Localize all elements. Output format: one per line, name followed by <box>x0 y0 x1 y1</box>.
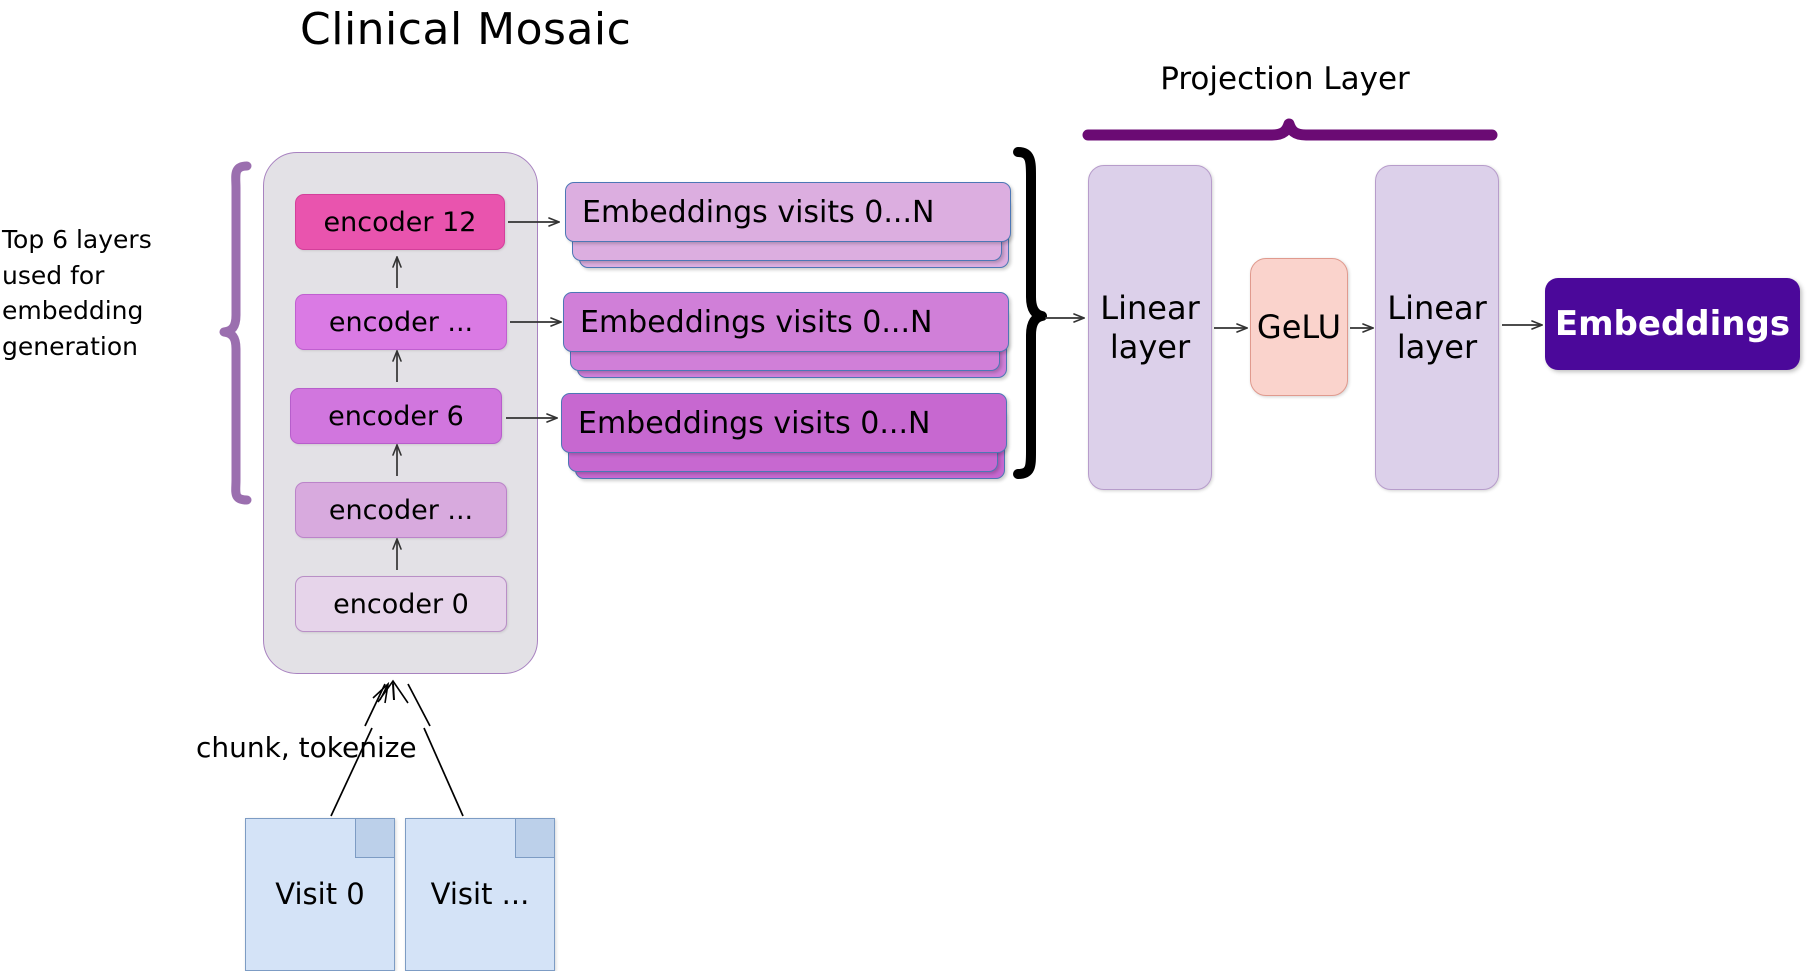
encoder-layer-0[interactable]: encoder 0 <box>295 576 507 632</box>
card-front[interactable]: Embeddings visits 0...N <box>561 393 1007 453</box>
card-front[interactable]: Embeddings visits 0...N <box>563 292 1009 352</box>
visit-document-n-label: Visit ... <box>430 877 530 911</box>
gelu-label: GeLU <box>1256 307 1342 346</box>
page-title: Clinical Mosaic <box>300 4 632 55</box>
visit-document-0[interactable]: Visit 0 <box>245 818 395 971</box>
projection-layer-title: Projection Layer <box>1160 61 1410 97</box>
visit-document-0-label: Visit 0 <box>275 877 365 911</box>
encoder-layer-mid-upper[interactable]: encoder ... <box>295 294 507 350</box>
top-layers-brace <box>219 161 252 505</box>
gelu-activation-block[interactable]: GeLU <box>1250 258 1348 396</box>
page-fold-icon <box>515 819 554 858</box>
card-front[interactable]: Embeddings visits 0...N <box>565 182 1011 242</box>
encoder-layer-12[interactable]: encoder 12 <box>295 194 505 250</box>
linear-layer-1[interactable]: Linear layer <box>1088 165 1212 490</box>
page-fold-icon <box>355 819 394 858</box>
encoder-layer-6[interactable]: encoder 6 <box>290 388 502 444</box>
embeddings-group-brace <box>1013 147 1047 479</box>
projection-layer-brace <box>1082 118 1498 141</box>
linear-layer-2[interactable]: Linear layer <box>1375 165 1499 490</box>
linear-layer-2-label: Linear layer <box>1387 289 1487 366</box>
visit-document-n[interactable]: Visit ... <box>405 818 555 971</box>
embeddings-output-box[interactable]: Embeddings <box>1545 278 1800 370</box>
top-layers-note: Top 6 layers used for embedding generati… <box>2 225 152 361</box>
chunk-tokenize-label: chunk, tokenize <box>196 731 417 764</box>
linear-layer-1-label: Linear layer <box>1100 289 1200 366</box>
encoder-layer-mid-lower[interactable]: encoder ... <box>295 482 507 538</box>
